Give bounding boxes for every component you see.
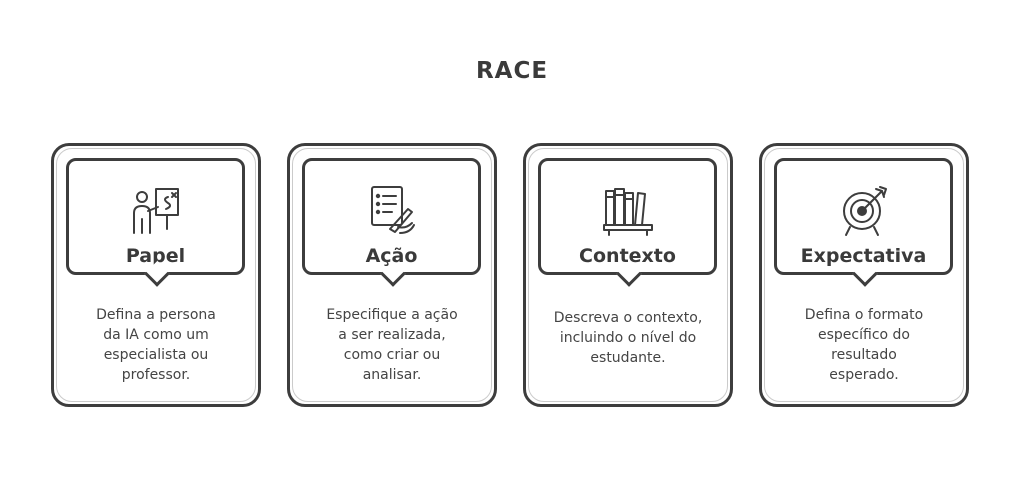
diagram-title: RACE (475, 58, 549, 84)
desc-line: como criar ou (343, 347, 441, 363)
desc-line: estudante. (590, 350, 666, 366)
card-label: Ação (365, 245, 418, 267)
card-expectativa: Expectativa Defina o formato específico … (759, 143, 969, 407)
card-header: Expectativa (774, 158, 953, 287)
target-arrow-icon (836, 183, 892, 239)
card-description: Defina a persona da IA como um especiali… (68, 305, 244, 385)
card-header: Contexto (538, 158, 717, 287)
card-label: Contexto (579, 245, 676, 267)
card-papel: Papel Defina a persona da IA como um esp… (51, 143, 261, 407)
desc-line: específico do (818, 327, 910, 343)
desc-line: professor. (121, 367, 191, 383)
card-acao: Ação Especifique a ação a ser realizada,… (287, 143, 497, 407)
desc-line: resultado (831, 347, 897, 363)
card-header: Ação (302, 158, 481, 287)
card-description: Especifique a ação a ser realizada, como… (304, 305, 480, 385)
card-description: Descreva o contexto, incluindo o nível d… (540, 308, 716, 368)
books-shelf-icon (600, 183, 656, 239)
desc-line: Descreva o contexto, (553, 310, 703, 326)
teacher-board-icon (128, 183, 184, 239)
checklist-pen-icon (364, 183, 420, 239)
desc-line: esperado. (829, 367, 899, 383)
desc-line: Especifique a ação (326, 307, 458, 323)
card-contexto: Contexto Descreva o contexto, incluindo … (523, 143, 733, 407)
desc-line: analisar. (362, 367, 422, 383)
desc-line: Defina o formato (804, 307, 924, 323)
card-label: Papel (125, 245, 186, 267)
desc-line: especialista ou (103, 347, 209, 363)
card-label: Expectativa (800, 245, 927, 267)
desc-line: Defina a persona (96, 307, 216, 323)
card-header: Papel (66, 158, 245, 287)
desc-line: incluindo o nível do (559, 330, 697, 346)
desc-line: a ser realizada, (338, 327, 446, 343)
card-description: Defina o formato específico do resultado… (776, 305, 952, 385)
desc-line: da IA como um (103, 327, 209, 343)
